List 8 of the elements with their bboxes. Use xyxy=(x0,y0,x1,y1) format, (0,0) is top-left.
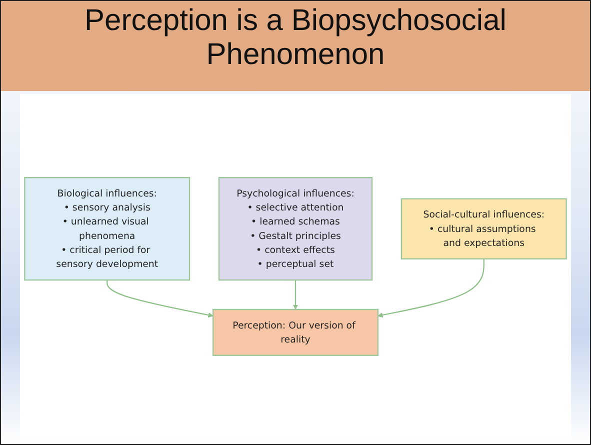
node-box: Social-cultural influences: • cultural assumptions and expectations xyxy=(400,198,567,260)
arrow xyxy=(378,258,484,318)
node-box: Perception: Our version of reality xyxy=(212,308,378,356)
arrow xyxy=(292,280,298,310)
node-box: Biological influences: • sensory analysis • unlearned visual phenomena • critical period for sensory development xyxy=(24,177,190,281)
slide-title: Perception is a Biopsychosocial Phenomenon xyxy=(84,4,508,72)
node-box: Psychological influences: • selective attention • learned schemas • Gestalt principles • context effects • perceptual set xyxy=(218,177,373,281)
arrow xyxy=(106,280,214,318)
